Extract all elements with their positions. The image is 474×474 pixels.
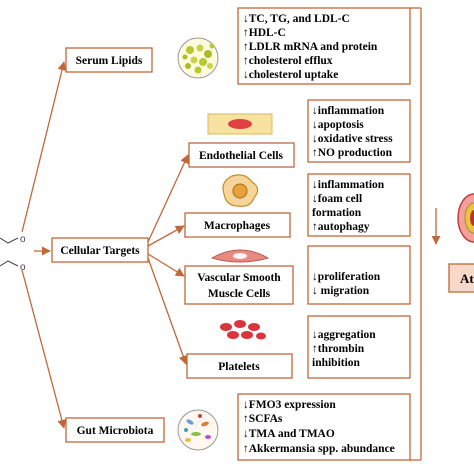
vsmc-label-line2: Muscle Cells: [208, 288, 271, 300]
effects-endothelial: ↓inflammation ↓apoptosis ↓oxidative stre…: [307, 99, 411, 163]
outcome-label: At: [460, 271, 474, 286]
molecule-fragment-icon: o o: [0, 234, 26, 273]
effects-gut: ↓FMO3 expression ↑SCFAs ↓TMA and TMAO ↑A…: [237, 393, 411, 461]
effects-macrophages: ↓inflammation ↓foam cell formation ↑auto…: [307, 173, 411, 237]
platelets-label: Platelets: [218, 361, 260, 373]
arrow-to-vsmc: [147, 253, 185, 277]
effect-text: ↓oxidative stress: [312, 133, 393, 145]
effect-text: ↓inflammation: [312, 105, 385, 117]
effect-text: ↑Akkermansia spp. abundance: [243, 443, 395, 455]
effect-text: ↓cholesterol uptake: [243, 69, 338, 81]
effect-text: ↑autophagy: [312, 221, 370, 233]
effect-text: inhibition: [312, 357, 361, 369]
node-vsmc: Vascular Smooth Muscle Cells: [184, 265, 294, 305]
effect-text: ↓aggregation: [312, 329, 376, 341]
vsmc-label-line1: Vascular Smooth: [197, 272, 281, 284]
lipid-droplets-icon: [177, 37, 219, 79]
effect-text: formation: [312, 207, 362, 219]
effect-text: ↑NO production: [312, 147, 393, 159]
node-cellular-targets: Cellular Targets: [51, 237, 149, 263]
effect-text: ↓FMO3 expression: [243, 399, 336, 411]
endothelial-cells-label: Endothelial Cells: [199, 150, 284, 162]
effect-text: ↑SCFAs: [243, 413, 283, 425]
effect-text: ↓inflammation: [312, 179, 385, 191]
cellular-targets-label: Cellular Targets: [60, 245, 140, 257]
effect-text: ↓proliferation: [312, 271, 381, 283]
effect-text: ↓TC, TG, and LDL-C: [243, 13, 350, 25]
effects-vsmc: ↓proliferation ↓ migration: [307, 245, 411, 305]
effect-text: ↑cholesterol efflux: [243, 55, 333, 67]
effect-text: ↓foam cell: [312, 193, 362, 205]
node-platelets: Platelets: [186, 353, 293, 379]
macrophage-icon: [222, 174, 259, 207]
effect-text: ↓TMA and TMAO: [243, 428, 335, 440]
microbiota-icon: [177, 409, 219, 451]
macrophages-label: Macrophages: [204, 220, 271, 232]
smooth-muscle-cell-icon: [210, 249, 270, 263]
effect-text: ↓ migration: [312, 285, 370, 297]
node-serum-lipids: Serum Lipids: [65, 47, 153, 73]
serum-lipids-label: Serum Lipids: [76, 55, 143, 67]
arrow-to-macrophages: [147, 225, 185, 247]
endothelial-cell-icon: [207, 113, 273, 135]
platelets-icon: [220, 320, 266, 340]
summary-bracket: [410, 7, 441, 461]
svg-text:o: o: [20, 262, 26, 273]
arrow-to-gut-microbiota: [21, 269, 67, 429]
effects-serum-lipids: ↓TC, TG, and LDL-C ↑HDL-C ↑LDLR mRNA and…: [237, 7, 411, 85]
svg-text:o: o: [20, 234, 26, 245]
node-endothelial-cells: Endothelial Cells: [188, 142, 295, 168]
arrow-to-endothelial: [147, 154, 189, 243]
node-macrophages: Macrophages: [184, 212, 291, 238]
effect-text: ↑thrombin: [312, 343, 365, 355]
arrow-to-platelets: [147, 257, 188, 365]
node-gut-microbiota: Gut Microbiota: [65, 417, 165, 443]
arrow-to-serum-lipids: [21, 61, 67, 233]
connector-arrows: [21, 61, 189, 429]
effect-text: ↓apoptosis: [312, 119, 364, 131]
effect-text: ↑LDLR mRNA and protein: [243, 41, 378, 53]
gut-microbiota-label: Gut Microbiota: [77, 425, 154, 437]
effects-platelets: ↓aggregation ↑thrombin inhibition: [307, 315, 411, 379]
outcome-box: At: [448, 263, 474, 293]
artery-icon: [457, 193, 474, 243]
effect-text: ↑HDL-C: [243, 27, 286, 39]
